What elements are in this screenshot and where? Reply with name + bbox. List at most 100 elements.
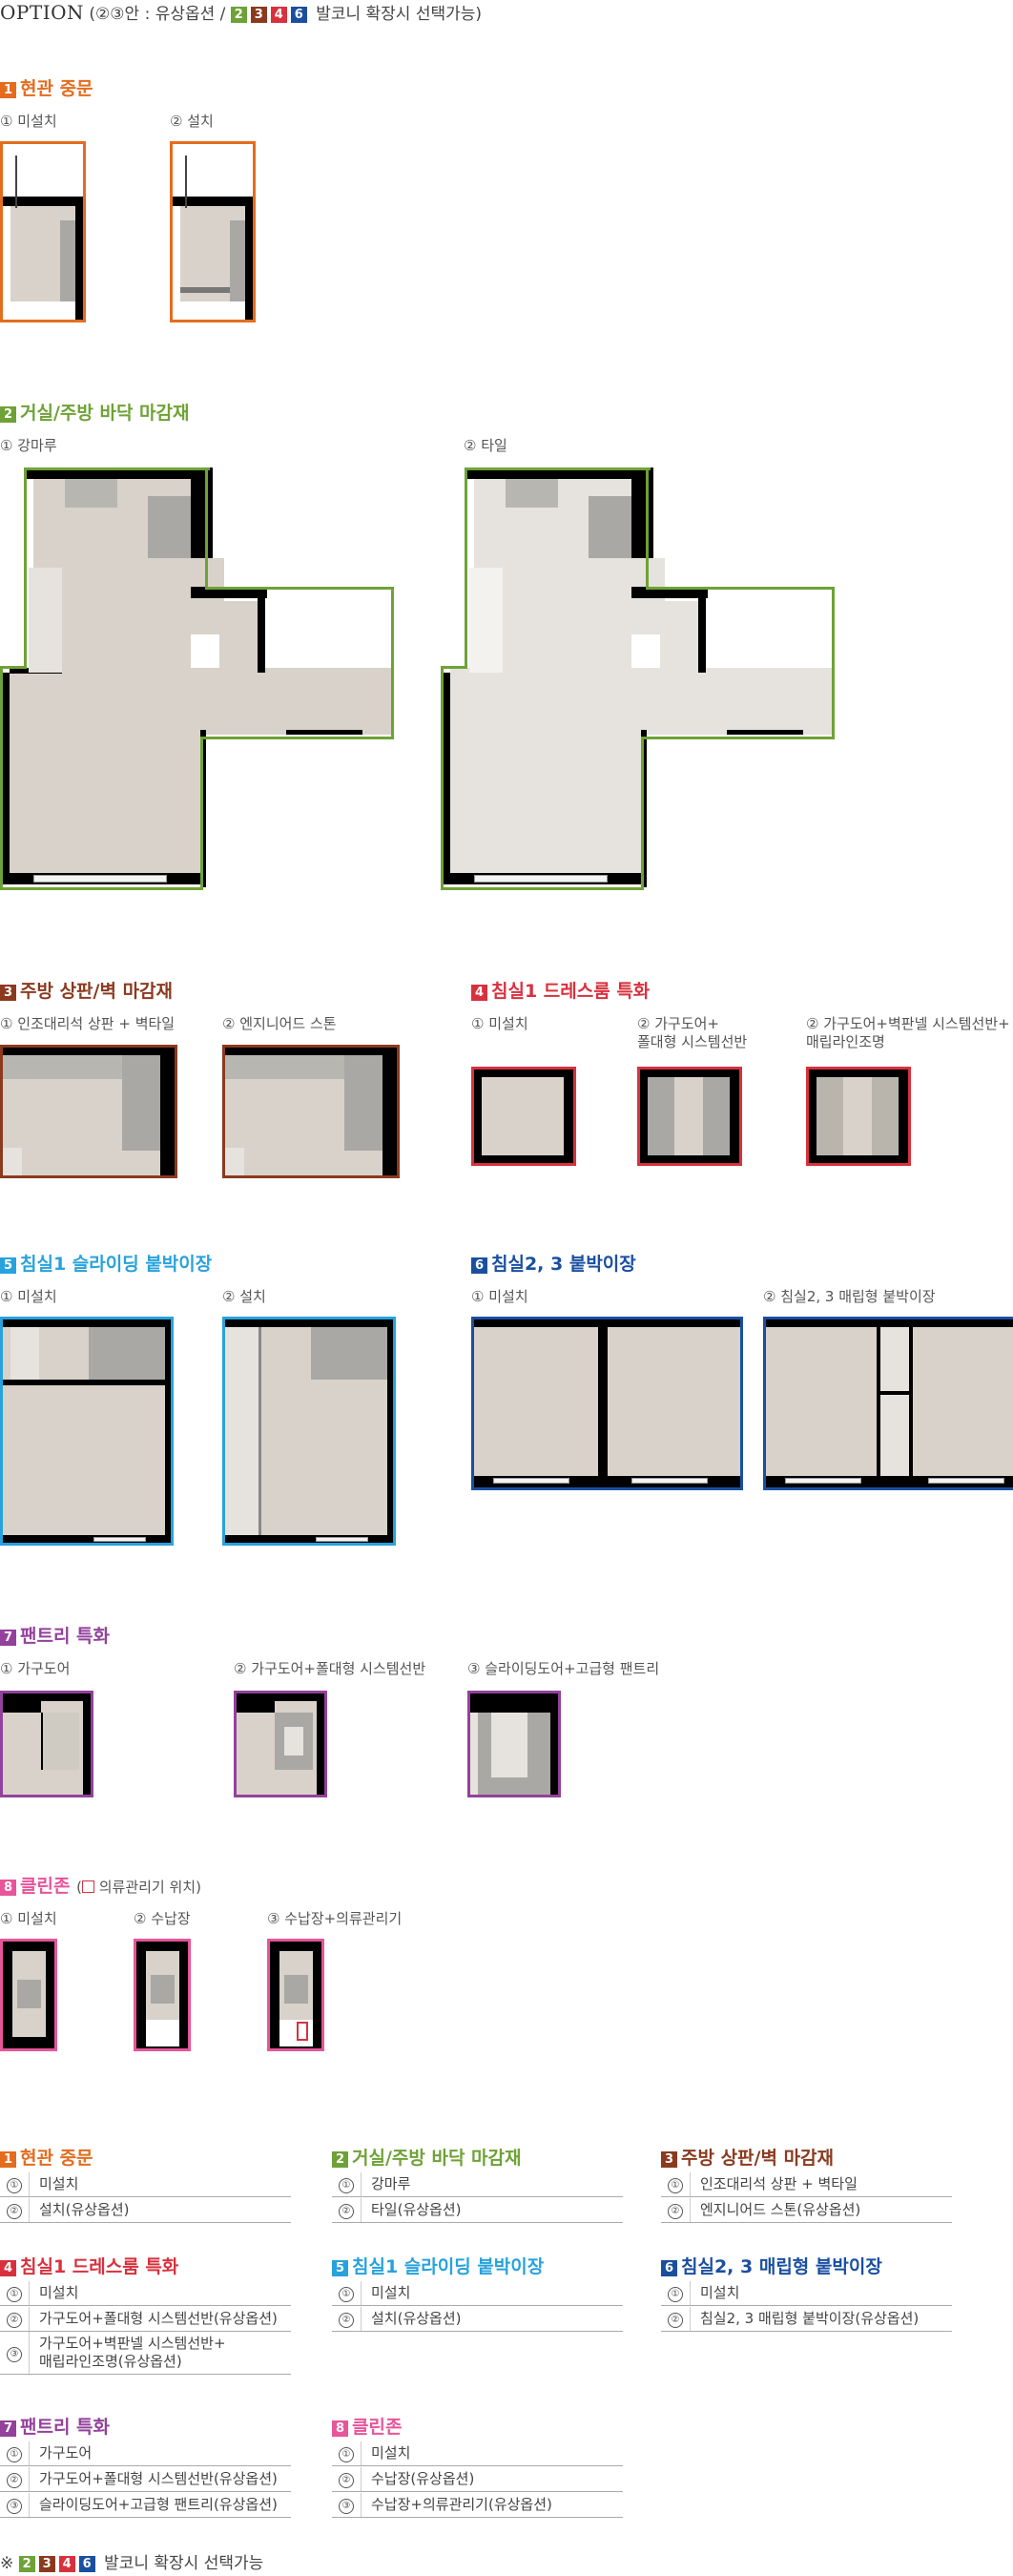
section-number: 1 [0,82,16,98]
option-label: ③ 슬라이딩도어+고급형 팬트리 [467,1660,660,1677]
option-label: ① 미설치 [0,113,57,130]
section-label: 침실2, 3 붙박이장 [491,1254,636,1275]
list-number: 5 [332,2260,348,2276]
plan-pantry-sliding [467,1691,561,1797]
badge-6: 6 [78,2556,95,2572]
section-number: 4 [471,985,487,1001]
option-label: ② 수납장 [134,1910,191,1927]
option-label: ② 가구도어+폴대형 시스템선반 [234,1660,426,1677]
plan-sliding-none [0,1317,174,1546]
plan-bedroom-builtin [763,1317,1013,1490]
title-note: 의류관리기 위치) [98,1879,201,1896]
list-number: 2 [332,2151,348,2168]
list-number: 7 [0,2420,16,2437]
section-label: 침실1 드레스룸 특화 [491,981,651,1002]
list-title: 주방 상판/벽 마감재 [681,2148,835,2169]
option-label: ② 엔지니어드 스톤 [222,1015,337,1032]
plan-dress-pole [637,1067,742,1166]
plan-dress-none [471,1067,576,1166]
option-label: ② 설치 [222,1288,266,1305]
plan-dress-panel [806,1067,911,1166]
option-label: ① 강마루 [0,437,57,454]
badge-2: 2 [230,7,247,23]
option-label: ② 타일 [464,437,507,454]
option-label: ③ 수납장+의류관리기 [267,1910,403,1927]
option-label: ① 인조대리석 상판 + 벽타일 [0,1015,176,1032]
badge-3: 3 [250,7,267,23]
plan-clean-none [0,1939,57,2051]
option-label: ① 가구도어 [0,1660,71,1677]
option-label: ① 미설치 [0,1288,57,1305]
list-title: 침실2, 3 매립형 붙박이장 [681,2256,882,2277]
plan-kitchen-stone [222,1045,400,1178]
arrow-up-icon [15,156,17,208]
plan-sliding-installed [222,1317,396,1546]
plan-floor-tile [441,467,837,902]
section-number: 6 [471,1257,487,1274]
section-label: 현관 중문 [20,78,93,99]
plan-pantry-pole [234,1691,327,1797]
plan-kitchen-marble [0,1045,177,1178]
arrow-up-icon [185,156,187,208]
section-number: 3 [0,985,16,1001]
section-label: 거실/주방 바닥 마감재 [20,403,190,424]
list-title: 침실1 드레스룸 특화 [20,2256,179,2277]
list-title: 팬트리 특화 [20,2417,111,2438]
section-label: 주방 상판/벽 마감재 [20,981,174,1002]
option-label: ② 설치 [170,113,214,130]
footer-prefix: ※ [0,2554,14,2573]
option-label: ① 미설치 [471,1288,528,1305]
list-title: 거실/주방 바닥 마감재 [352,2148,522,2169]
section-label: 침실1 슬라이딩 붙박이장 [20,1254,213,1275]
list-title: 현관 중문 [20,2148,93,2169]
plan-pantry-door [0,1691,93,1797]
square-outline-icon [81,1880,94,1893]
page-title: OPTION [0,1,84,24]
badge-2: 2 [18,2556,35,2572]
plan-floor-wood [0,467,396,902]
list-title: 클린존 [352,2417,403,2438]
header-note-suffix: 발코니 확장시 선택가능) [316,5,483,24]
plan-clean-storage [134,1939,191,2051]
plan-entrance-none [0,141,86,322]
plan-bedroom-none [471,1317,743,1490]
header-note-prefix: (②③안 : 유상옵션 / [89,5,226,24]
badge-3: 3 [38,2556,55,2572]
option-label: ② 가구도어+ 폴대형 시스템선반 [637,1015,748,1050]
section-number: 7 [0,1630,16,1646]
badge-4: 4 [270,7,287,23]
list-number: 1 [0,2151,16,2168]
list-number: 6 [661,2260,677,2276]
option-label: ② 침실2, 3 매립형 붙박이장 [763,1288,936,1305]
